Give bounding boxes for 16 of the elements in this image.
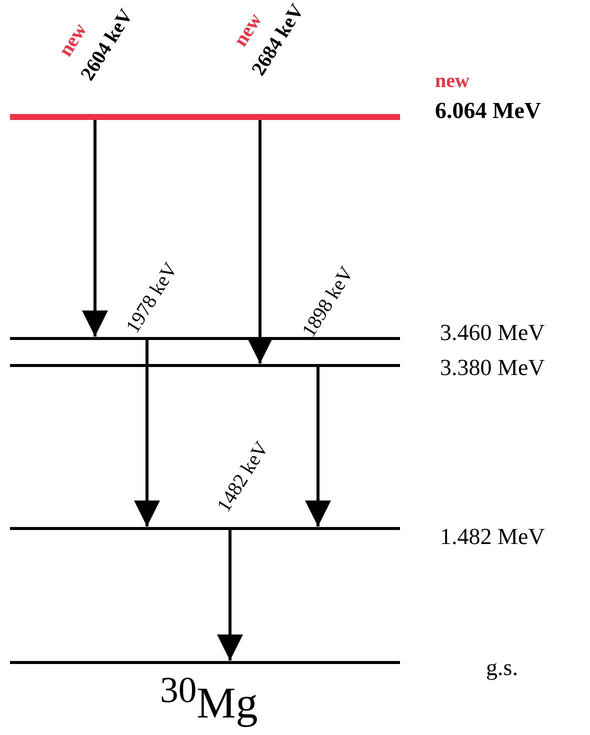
level-energy-label: 3.380 MeV [440, 355, 545, 381]
transition-arrow [247, 120, 273, 364]
level-energy-label: 1.482 MeV [440, 524, 545, 550]
transition-arrow [134, 340, 160, 526]
transition-arrow [305, 366, 331, 526]
energy-level-line [10, 526, 400, 530]
level-energy-label: g.s. [486, 655, 518, 681]
new-marker: new [435, 70, 470, 93]
nucleus-label: $^{30}$Mg [160, 672, 258, 726]
transition-arrow [217, 530, 243, 660]
energy-level-line [10, 660, 400, 664]
energy-level-line [10, 364, 400, 366]
level-energy-label: 3.460 MeV [440, 320, 545, 346]
level-energy-label: 6.064 MeV [435, 98, 542, 124]
transition-arrow [82, 120, 108, 336]
energy-level-line [10, 336, 400, 340]
